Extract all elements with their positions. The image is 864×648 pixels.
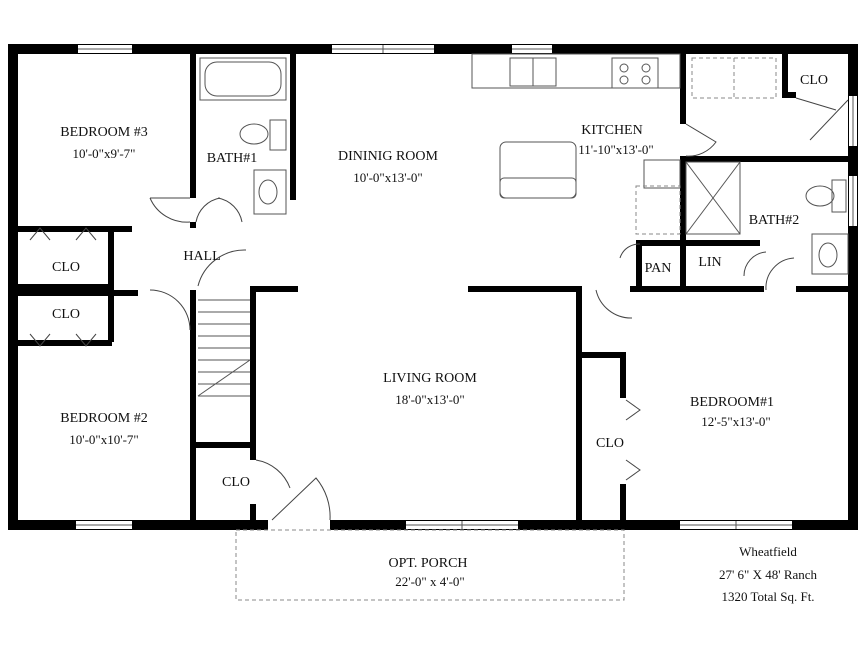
entry-door [271, 477, 331, 521]
refrigerator [635, 185, 681, 235]
bifold-closet-b3 [29, 227, 97, 241]
toilet-bath1 [239, 123, 269, 145]
label-bedroom2: BEDROOM #2 [60, 411, 148, 426]
door-stairs [197, 249, 247, 287]
plan-dimensions: 27' 6" X 48' Ranch [719, 567, 818, 582]
door-laundry [685, 123, 717, 157]
bifold-closet-b2 [29, 333, 97, 347]
washer-dryer [691, 57, 777, 99]
size-kitchen: 11'-10"x13'-0" [578, 142, 653, 157]
label-living: LIVING ROOM [383, 371, 477, 386]
plan-area: 1320 Total Sq. Ft. [721, 589, 814, 604]
label-clo-entry: CLO [222, 475, 250, 490]
label-clo-kitchen: CLO [800, 73, 828, 88]
door-entry-closet [255, 459, 291, 489]
label-kitchen: KITCHEN [581, 123, 642, 138]
door-bedroom3 [149, 197, 191, 223]
fixtures [197, 53, 849, 397]
label-bedroom3: BEDROOM #3 [60, 125, 148, 140]
size-bedroom3: 10'-0"x9'-7" [73, 146, 136, 161]
label-bath1: BATH#1 [207, 151, 258, 166]
door-bath2 [765, 257, 795, 291]
plan-info: Wheatfield 27' 6" X 48' Ranch 1320 Total… [719, 544, 818, 604]
door-pantry [619, 243, 641, 259]
bathtub [199, 57, 287, 101]
windows [76, 45, 857, 530]
label-hall: HALL [183, 249, 220, 264]
plan-name: Wheatfield [739, 544, 797, 559]
entry-door-gap [268, 520, 330, 530]
size-dining: 10'-0"x13'-0" [353, 170, 422, 185]
door-bedroom2 [149, 289, 191, 331]
bifold-closet-b1 [625, 399, 641, 481]
label-dining: DININIG ROOM [338, 149, 438, 164]
size-bedroom1: 12'-5"x13'-0" [701, 414, 770, 429]
sink-bath2 [811, 233, 849, 275]
right-wall [848, 44, 858, 530]
doors [29, 97, 849, 521]
label-bedroom1: BEDROOM#1 [690, 395, 774, 410]
label-porch: OPT. PORCH [388, 556, 467, 571]
size-living: 18'-0"x13'-0" [395, 392, 464, 407]
room-labels: BEDROOM #3 10'-0"x9'-7" BATH#1 DININIG R… [52, 73, 828, 589]
door-kitchen-closet [795, 97, 849, 141]
optional-porch-outline [235, 529, 625, 601]
kitchen-counter [471, 53, 681, 89]
label-clo-b1: CLO [596, 436, 624, 451]
label-linen: LIN [698, 255, 721, 270]
stairs [197, 299, 251, 397]
shower [685, 161, 741, 235]
door-bedroom1 [595, 289, 633, 319]
sink-bath1 [253, 169, 287, 215]
door-bath1 [195, 197, 221, 223]
toilet-bath2 [805, 185, 835, 207]
interior-walls [12, 50, 852, 524]
label-clo-b2: CLO [52, 307, 80, 322]
range [611, 57, 659, 89]
size-bedroom2: 10'-0"x10'-7" [69, 432, 138, 447]
label-bath2: BATH#2 [749, 213, 800, 228]
label-clo-b3: CLO [52, 260, 80, 275]
label-pantry: PAN [645, 261, 672, 276]
door-linen [743, 251, 767, 277]
size-porch: 22'-0" x 4'-0" [395, 574, 464, 589]
kitchen-island [499, 141, 577, 199]
